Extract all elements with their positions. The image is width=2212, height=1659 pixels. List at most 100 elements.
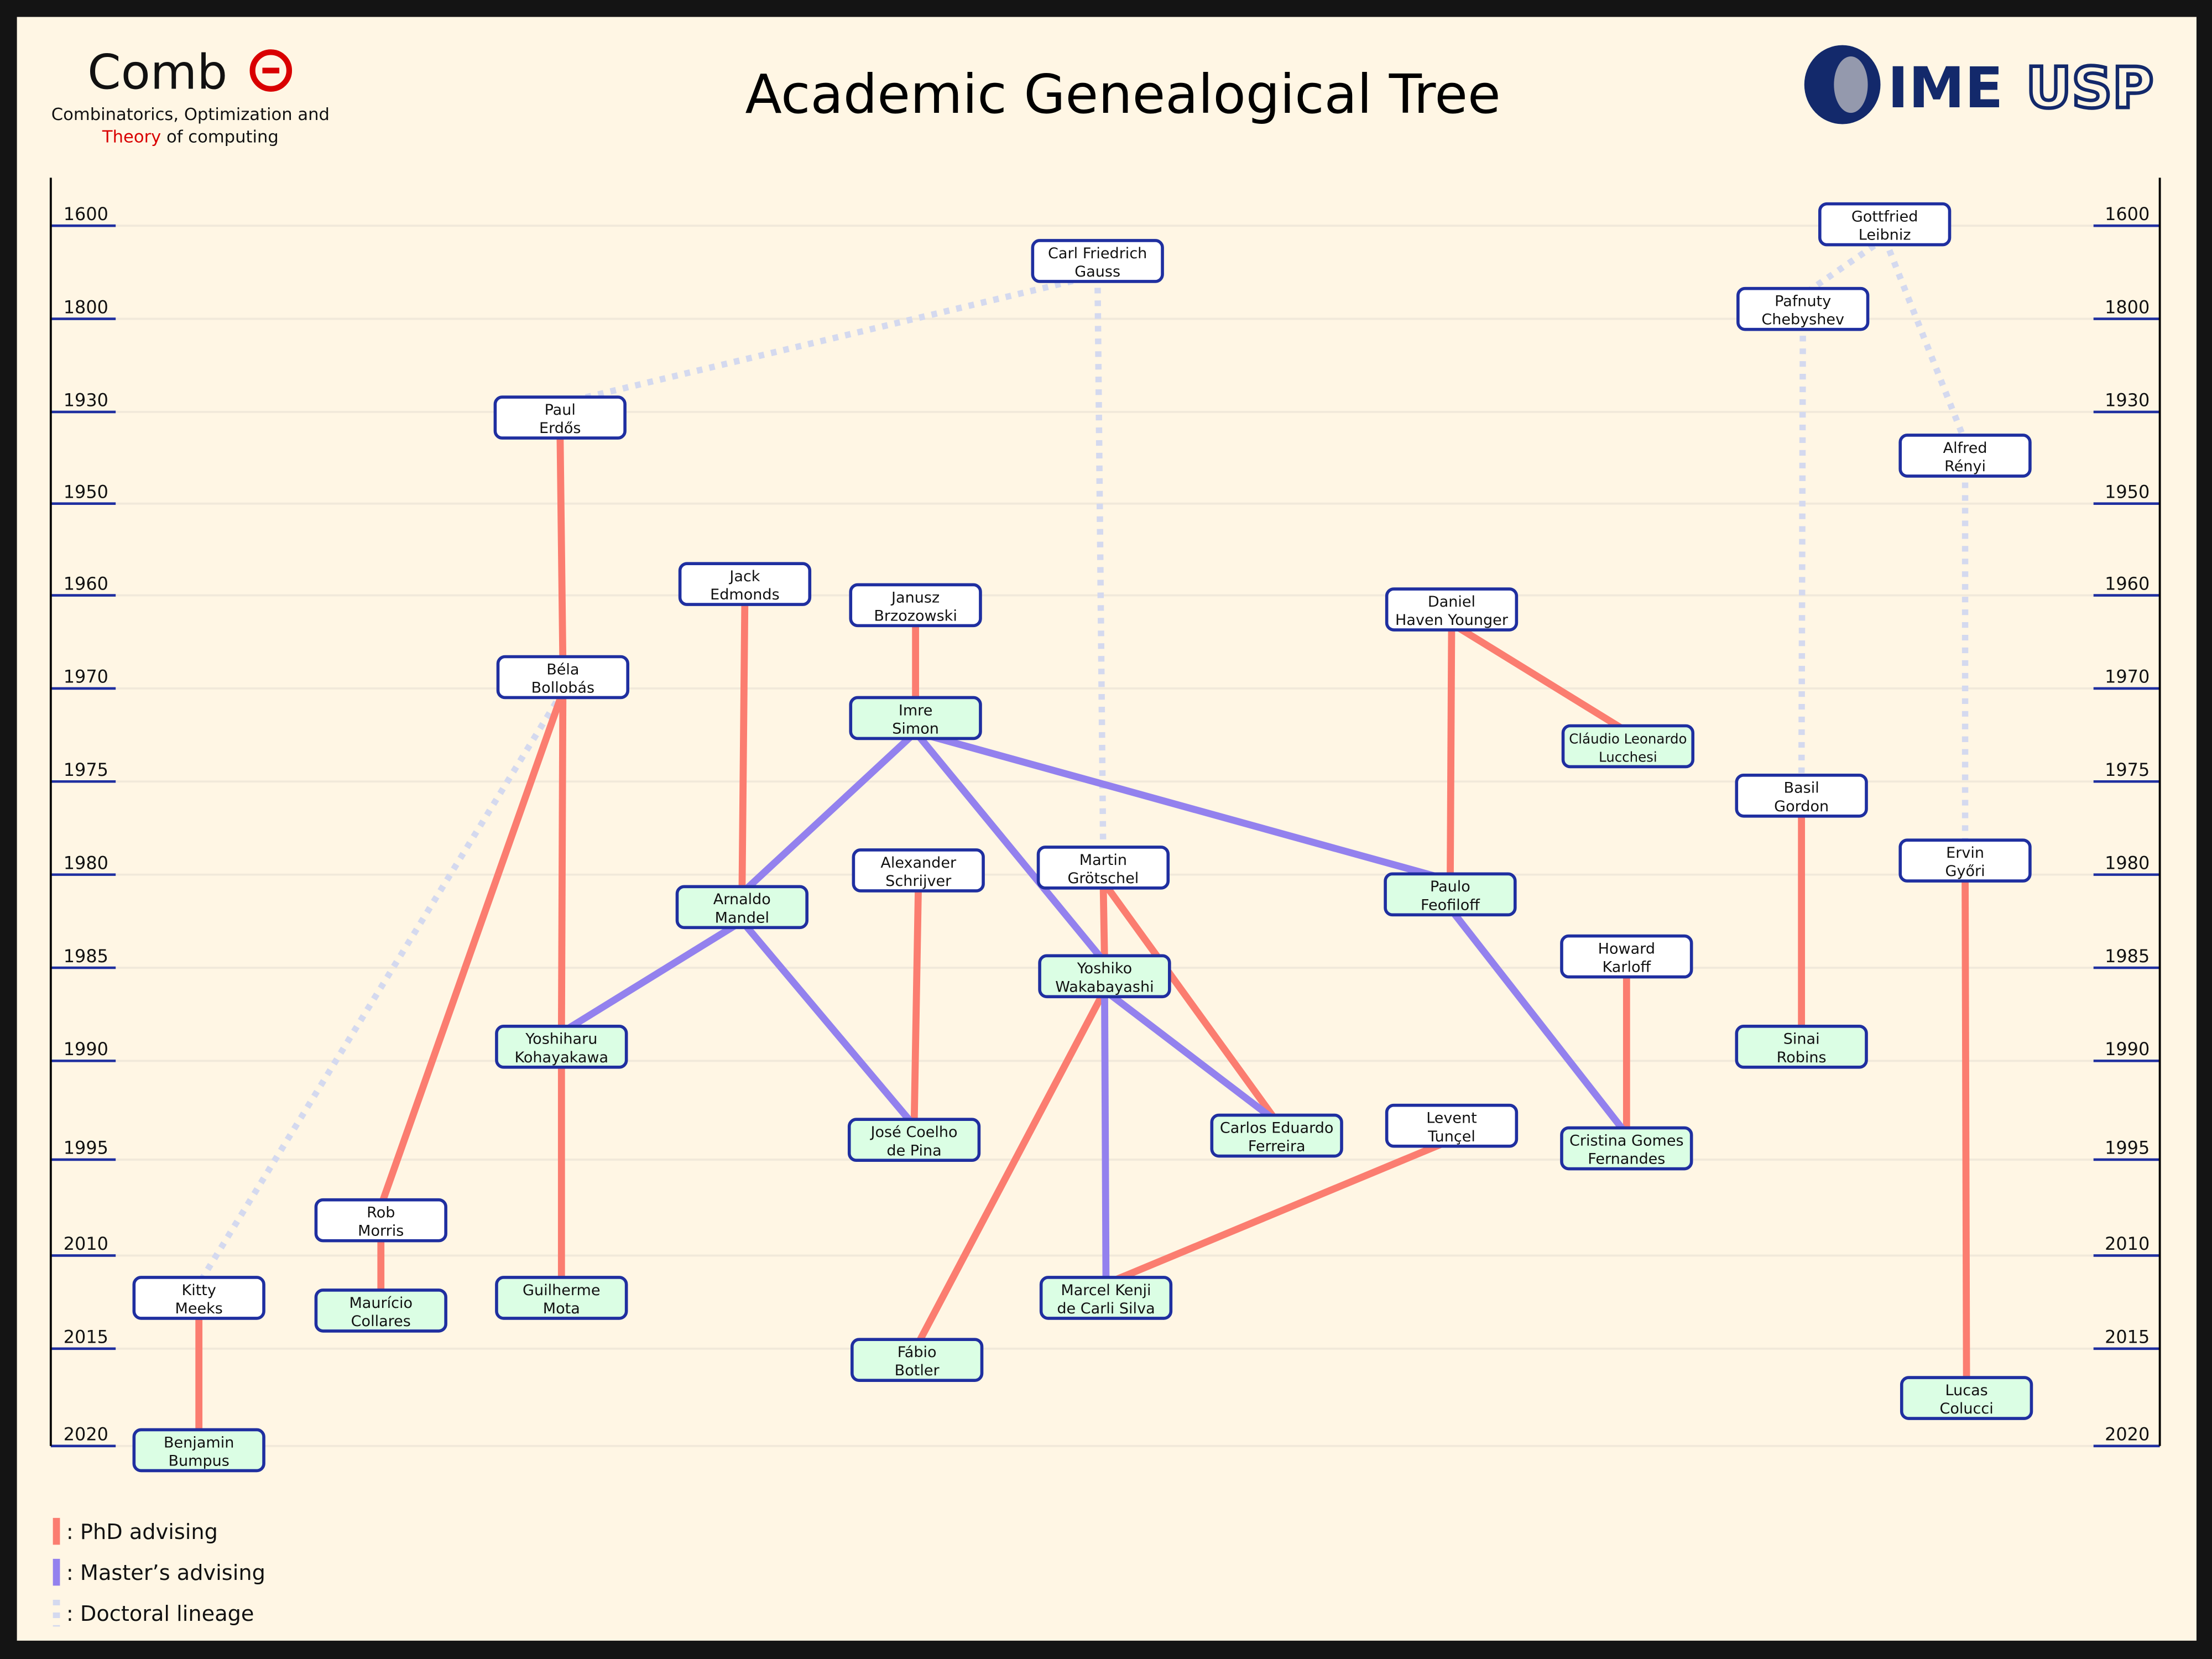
- node-box: [1900, 1376, 2033, 1420]
- combo-logo: Comb Combinatorics, Optimization and The…: [51, 45, 330, 147]
- tick-label-left: 1995: [64, 1138, 108, 1159]
- node-box: [314, 1288, 447, 1333]
- node-name-line1: Carl Friedrich: [1048, 245, 1147, 262]
- node-name-line2: Bollobás: [531, 680, 594, 697]
- edge-masters-wakabayashi-silva: [1101, 990, 1110, 1284]
- legend-label: : Doctoral lineage: [66, 1601, 254, 1626]
- node-name-line1: Gottfried: [1851, 208, 1918, 226]
- edge-phd-grotschel-wakabayashi: [1099, 881, 1108, 962]
- node-name-line2: Schrijver: [885, 873, 952, 890]
- edge-masters-mandel-kohayakawa: [559, 918, 744, 1036]
- node-name-line1: Benjamin: [164, 1434, 234, 1451]
- node-name-line1: Ervin: [1946, 844, 1984, 862]
- node-name-line1: Levent: [1426, 1110, 1477, 1127]
- node-name-line1: Arnaldo: [713, 891, 771, 908]
- node-name-line2: Feofiloff: [1421, 896, 1480, 914]
- combo-tagline-1: Combinatorics, Optimization and: [51, 105, 330, 124]
- node-name-line1: José Coelho: [870, 1124, 958, 1141]
- page-title: Academic Genealogical Tree: [745, 63, 1501, 126]
- ime-emblem-portrait: [1834, 56, 1868, 113]
- node-name-line2: Wakabayashi: [1055, 978, 1154, 995]
- tick-label-left: 2020: [64, 1424, 108, 1445]
- tick-label-right: 1950: [2105, 482, 2150, 503]
- tick-label-left: 1975: [64, 759, 108, 780]
- node-name-line1: Imre: [899, 702, 932, 719]
- tick-label-right: 1800: [2105, 296, 2150, 317]
- edge-phd-younger-feofiloff: [1447, 623, 1455, 880]
- node-name-line2: Robins: [1777, 1049, 1827, 1066]
- node-name-line2: Meeks: [175, 1300, 223, 1317]
- node-name-line2: Haven Younger: [1395, 612, 1509, 629]
- node-name-line1: Maurício: [349, 1295, 413, 1312]
- node-name-line2: Morris: [358, 1223, 404, 1240]
- node-box: [1038, 954, 1171, 999]
- node-name-line2: Győri: [1945, 863, 1985, 880]
- node-name-line2: Lucchesi: [1599, 749, 1657, 765]
- node-name-line1: Paul: [545, 401, 576, 419]
- edge-phd-bollobas-kohayakawa: [557, 691, 567, 1033]
- node-name-line1: Martin: [1079, 852, 1127, 869]
- tick-label-right: 1985: [2105, 946, 2150, 967]
- node-name-line1: Yoshiko: [1077, 960, 1132, 977]
- legend: : PhD advising: Master’s advising: Docto…: [53, 1517, 265, 1627]
- node-name-line1: Sinai: [1783, 1031, 1820, 1048]
- edge-lineage-leibniz-chebyshev: [1801, 236, 1887, 298]
- tick-label-left: 1985: [64, 946, 108, 967]
- node-name-line2: Edmonds: [710, 586, 779, 603]
- edge-phd-gyori-colucci: [1961, 874, 1970, 1384]
- node-name-line2: Gordon: [1774, 798, 1829, 815]
- node-name-line2: Botler: [895, 1362, 940, 1379]
- node-box: [1561, 724, 1695, 769]
- tick-label-left: 1600: [64, 204, 108, 225]
- node-name-line2: Bumpus: [168, 1453, 229, 1470]
- node-name-line1: Paulo: [1430, 878, 1470, 895]
- node-name-line1: Pafnuty: [1775, 293, 1831, 310]
- node-name-line2: Rényi: [1944, 458, 1986, 475]
- node-name-line2: Collares: [351, 1313, 411, 1330]
- tick-label-left: 2015: [64, 1327, 108, 1348]
- node-name-line2: de Carli Silva: [1057, 1300, 1155, 1317]
- edge-lineage-bollobas-meeks: [196, 689, 566, 1286]
- tick-label-right: 1960: [2105, 573, 2150, 594]
- legend-label: : Master’s advising: [66, 1561, 265, 1585]
- node-box: [1898, 434, 2032, 478]
- node-name-line1: Jack: [728, 568, 760, 585]
- node-box: [847, 1118, 981, 1162]
- node-name-line1: Fábio: [898, 1344, 937, 1361]
- node-name-line1: Howard: [1598, 940, 1655, 957]
